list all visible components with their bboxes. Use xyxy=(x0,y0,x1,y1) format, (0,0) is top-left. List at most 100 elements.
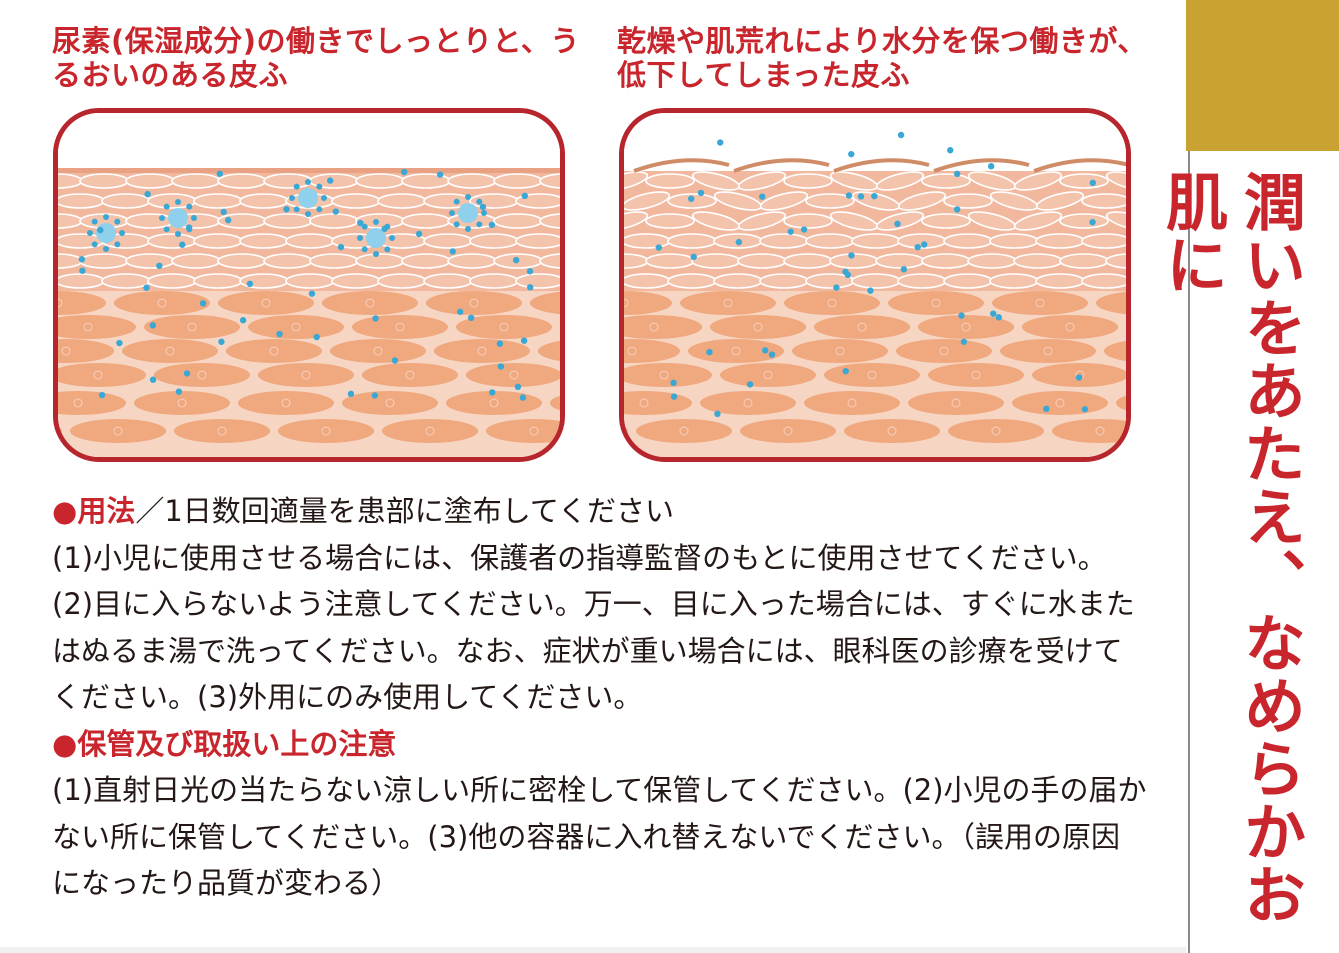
water-dot xyxy=(848,252,855,259)
usage-heading: 用法 xyxy=(77,494,136,528)
water-dot xyxy=(87,230,93,236)
water-dot xyxy=(953,170,961,178)
sidebar-title: 潤いをあたえ、なめらかお肌に xyxy=(1155,170,1306,926)
skin-cell xyxy=(875,211,925,231)
cell-nucleus xyxy=(261,298,271,308)
skin-cell xyxy=(759,273,809,289)
water-dot xyxy=(79,267,86,274)
water-dot xyxy=(119,230,125,236)
water-dot xyxy=(1081,406,1089,413)
epidermis-cell xyxy=(1000,339,1096,363)
epidermis-cell xyxy=(382,419,478,443)
water-dot xyxy=(857,193,865,200)
water-dot xyxy=(476,221,483,228)
skin-cell xyxy=(667,273,717,289)
cell-nucleus xyxy=(931,298,941,308)
stratum-corneum xyxy=(624,171,1126,291)
water-dot xyxy=(449,210,455,216)
cell-nucleus xyxy=(477,346,487,356)
water-dot xyxy=(98,391,106,399)
water-dot xyxy=(497,363,505,370)
cell-nucleus xyxy=(113,426,123,436)
skin-cell xyxy=(171,173,221,189)
skin-cell xyxy=(1105,253,1126,269)
skin-cell xyxy=(624,191,671,211)
skin-cell xyxy=(469,273,519,289)
skin-cell xyxy=(355,173,405,189)
water-dot xyxy=(220,208,227,216)
skin-cell xyxy=(759,233,809,249)
cell-nucleus xyxy=(157,298,167,308)
cell-nucleus xyxy=(835,346,845,356)
epidermis-cell xyxy=(814,315,910,339)
skin-cell xyxy=(624,273,671,289)
cell-nucleus xyxy=(971,370,981,380)
water-dot xyxy=(845,192,853,199)
skin-cell xyxy=(1035,273,1085,289)
epidermis-cell xyxy=(530,291,560,315)
usage-bullet: ● xyxy=(52,494,78,528)
skin-cell xyxy=(355,253,405,269)
water-dot xyxy=(520,337,528,344)
skin-cell xyxy=(737,211,787,231)
water-dot xyxy=(746,381,754,388)
cell-nucleus xyxy=(73,398,83,408)
epidermis-cell xyxy=(456,315,552,339)
water-dot xyxy=(163,226,170,233)
water-dot xyxy=(842,268,849,275)
water-dot xyxy=(91,218,98,225)
skin-cell xyxy=(79,173,129,189)
skin-cell xyxy=(217,253,267,269)
skin-cell xyxy=(875,171,925,191)
epidermis-cell xyxy=(804,391,900,415)
skin-cell xyxy=(737,253,787,269)
water-dot xyxy=(216,170,224,177)
water-dot xyxy=(867,287,874,294)
skin-cell xyxy=(79,253,129,269)
epidermis-cell xyxy=(700,391,796,415)
epidermis-cell xyxy=(58,391,126,415)
water-dot xyxy=(293,183,300,190)
skin-cell xyxy=(147,273,197,289)
water-dot xyxy=(717,139,724,146)
epidermis-cell xyxy=(114,291,210,315)
skin-cell xyxy=(624,233,671,249)
skin-cell xyxy=(58,273,105,289)
cell-nucleus xyxy=(269,346,279,356)
skin-cell xyxy=(58,193,105,209)
epidermis-cell xyxy=(792,339,888,363)
water-dot xyxy=(900,266,908,273)
water-dot xyxy=(179,241,186,248)
epidermis-cell xyxy=(688,339,784,363)
water-dot xyxy=(357,235,363,241)
epidermis-cell xyxy=(538,340,560,362)
water-dot xyxy=(706,348,713,356)
epidermis-cell xyxy=(784,291,880,315)
water-dot xyxy=(670,379,677,387)
skin-cell xyxy=(101,273,151,289)
epidermis-cell xyxy=(888,291,984,315)
water-dot xyxy=(276,330,283,338)
skin-cell xyxy=(783,213,833,229)
epidermis-cell xyxy=(908,391,1004,415)
cell-nucleus xyxy=(425,426,435,436)
cell-nucleus xyxy=(639,398,649,408)
water-dot xyxy=(787,228,794,235)
skin-cell xyxy=(1105,171,1126,191)
water-dot xyxy=(114,241,121,248)
skin-cell xyxy=(943,233,993,249)
skin-cell xyxy=(401,253,451,269)
water-dot xyxy=(183,370,191,377)
skin-cell xyxy=(1059,253,1109,269)
water-dot xyxy=(1089,219,1096,226)
water-dot xyxy=(78,256,86,263)
skin-cell xyxy=(875,253,925,269)
water-dot xyxy=(697,189,705,197)
dry-skin-caption: 乾燥や肌荒れにより水分を保つ働きが、低下してしまった皮ふ xyxy=(617,24,1147,92)
cell-nucleus xyxy=(395,322,405,332)
water-dot xyxy=(914,243,921,251)
skin-cell xyxy=(423,233,473,249)
skin-cell xyxy=(217,173,267,189)
water-dot xyxy=(91,241,98,248)
skin-cell xyxy=(645,213,695,229)
